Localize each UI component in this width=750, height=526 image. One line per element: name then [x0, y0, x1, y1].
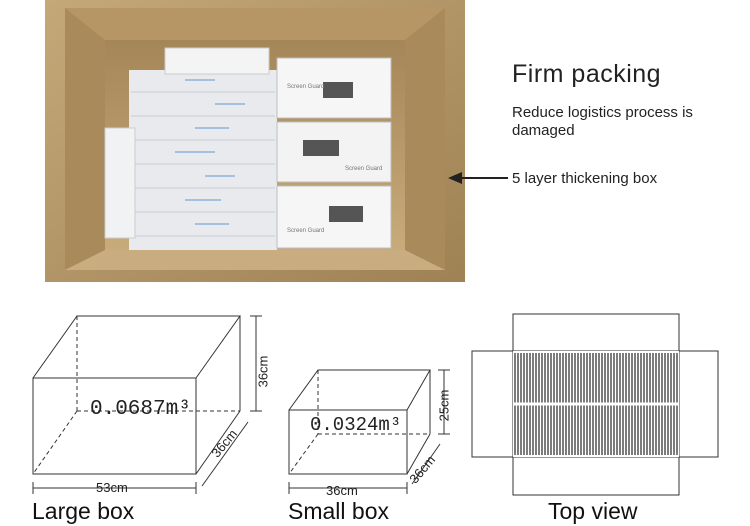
subline: Reduce logistics process is damaged	[512, 104, 693, 139]
box-diagrams	[32, 313, 719, 496]
left-arrow-icon	[448, 172, 508, 184]
small-box-height: 25cm	[436, 389, 452, 422]
headline: Firm packing	[512, 60, 662, 88]
large-box-diagram	[32, 315, 262, 494]
small-box-width: 36cm	[326, 483, 358, 498]
product-boxes: Screen Guard Screen Guard Screen Guard	[276, 57, 392, 249]
box-label: 5 layer thickening box	[512, 170, 658, 187]
small-box-diagram	[288, 369, 450, 494]
product-label: Screen Guard	[345, 166, 382, 172]
product-label: Screen Guard	[287, 228, 324, 234]
large-box-height: 36cm	[255, 355, 271, 388]
top-view-items	[513, 351, 679, 457]
small-box-caption: Small box	[288, 498, 389, 524]
large-box-caption: Large box	[32, 498, 135, 524]
small-box-volume: 0.0324m³	[310, 414, 402, 436]
top-view-caption: Top view	[548, 498, 638, 524]
packed-carton-photo: Screen Guard Screen Guard Screen Guard	[45, 0, 465, 282]
wrapped-stack	[104, 47, 277, 250]
large-box-width: 53cm	[96, 480, 128, 495]
product-label: Screen Guard	[287, 84, 324, 90]
large-box-volume: 0.0687m³	[90, 398, 191, 421]
